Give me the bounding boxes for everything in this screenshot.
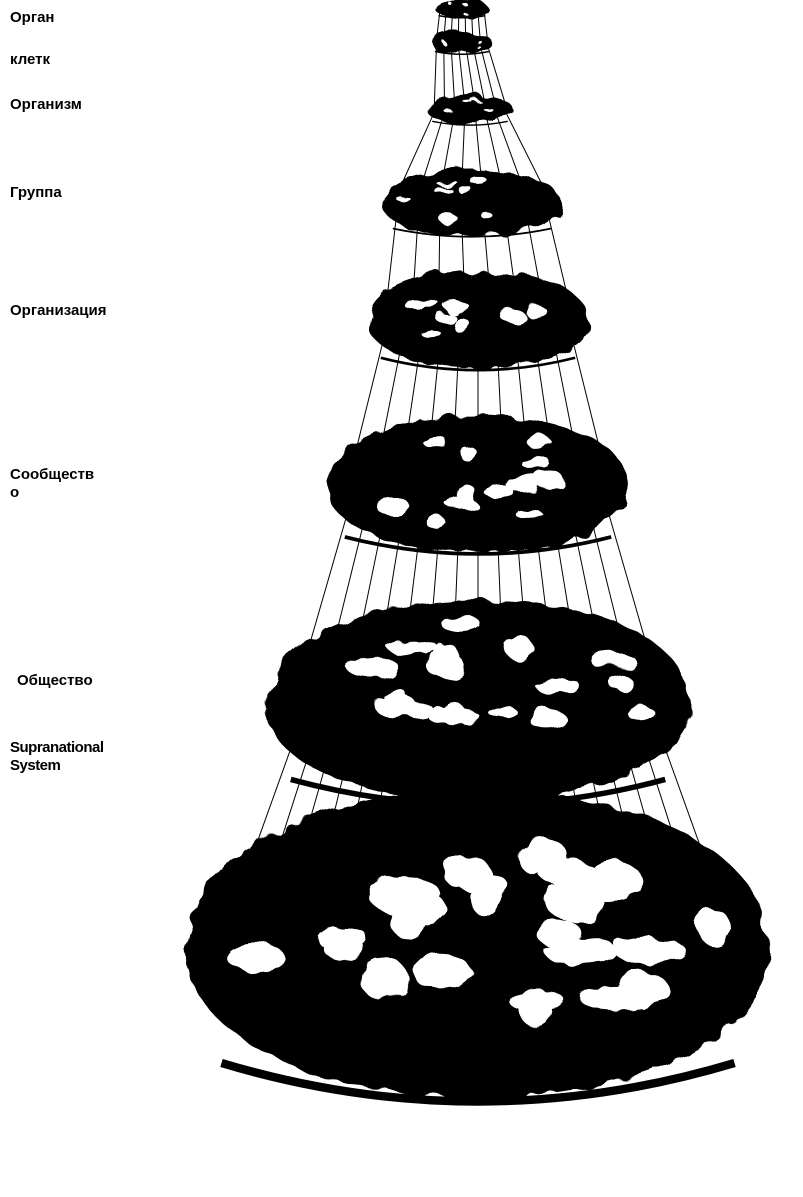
disc-blotch bbox=[436, 181, 458, 185]
label-organ: Орган bbox=[10, 9, 54, 27]
disc-blotch bbox=[524, 305, 547, 317]
disc-body bbox=[428, 94, 512, 122]
disc-blotch bbox=[489, 706, 518, 719]
disc-blotch bbox=[484, 109, 494, 112]
connecting-line bbox=[434, 45, 436, 105]
disc-body bbox=[330, 416, 626, 540]
disc-blotch bbox=[616, 971, 669, 1008]
level-disc bbox=[435, 0, 488, 18]
disc-blotch bbox=[375, 694, 417, 718]
disc-blotch bbox=[422, 330, 442, 338]
level-disc bbox=[368, 270, 588, 369]
disc-blotch bbox=[628, 706, 655, 722]
disc-blotch bbox=[377, 499, 411, 515]
label-society: Общество bbox=[17, 672, 93, 690]
disc-blotch bbox=[347, 655, 398, 679]
disc-blotch bbox=[698, 908, 729, 945]
disc-blotch bbox=[441, 616, 481, 632]
disc-blotch bbox=[448, 2, 452, 5]
disc-blotch bbox=[443, 42, 447, 45]
label-supranational-system: Supranational System bbox=[10, 739, 104, 775]
disc-blotch bbox=[589, 651, 635, 668]
label-organism: Организм bbox=[10, 96, 82, 114]
disc-blotch bbox=[535, 679, 581, 692]
disc-blotch bbox=[463, 3, 468, 6]
disc-blotch bbox=[529, 709, 566, 729]
level-disc bbox=[427, 94, 513, 125]
level-discs bbox=[187, 0, 768, 1102]
disc-blotch bbox=[360, 957, 408, 1000]
disc-blotch bbox=[480, 211, 492, 217]
label-group: Группа bbox=[10, 184, 62, 202]
disc-blotch bbox=[463, 12, 467, 15]
disc-blotch bbox=[397, 892, 447, 924]
disc-blotch bbox=[452, 318, 471, 331]
disc-blotch bbox=[459, 186, 473, 195]
disc-blotch bbox=[545, 880, 604, 921]
disc-blotch bbox=[516, 510, 543, 520]
label-community: Сообществ о bbox=[10, 466, 94, 502]
disc-blotch bbox=[534, 470, 564, 489]
disc-blotch bbox=[520, 456, 550, 468]
disc-blotch bbox=[509, 993, 566, 1010]
disc-blotch bbox=[422, 435, 446, 447]
connecting-line bbox=[444, 45, 445, 105]
disc-blotch bbox=[411, 299, 438, 305]
disc-blotch bbox=[442, 703, 466, 726]
disc-body bbox=[432, 32, 492, 52]
disc-body bbox=[436, 0, 488, 16]
disc-blotch bbox=[610, 674, 632, 692]
disc-blotch bbox=[396, 197, 411, 202]
disc-body bbox=[193, 790, 763, 1070]
disc-blotch bbox=[435, 313, 456, 323]
disc-blotch bbox=[425, 652, 463, 677]
level-disc bbox=[431, 32, 492, 54]
level-disc bbox=[327, 416, 629, 552]
disc-blotch bbox=[432, 186, 451, 191]
disc-blotch bbox=[458, 485, 476, 504]
disc-blotch bbox=[537, 920, 567, 946]
level-disc bbox=[266, 600, 690, 802]
disc-blotch bbox=[498, 308, 524, 320]
disc-blotch bbox=[505, 636, 533, 661]
level-disc bbox=[382, 170, 562, 236]
disc-blotch bbox=[443, 301, 469, 312]
disc-blotch bbox=[317, 926, 367, 951]
disc-blotch bbox=[227, 943, 285, 971]
disc-body bbox=[370, 270, 586, 360]
disc-blotch bbox=[485, 483, 514, 500]
disc-blotch bbox=[470, 177, 487, 185]
disc-blotch bbox=[471, 879, 500, 917]
label-organization: Организация bbox=[10, 302, 107, 320]
disc-blotch bbox=[388, 641, 439, 656]
label-cell: клетк bbox=[10, 51, 50, 69]
level-disc bbox=[187, 790, 768, 1098]
disc-blotch bbox=[443, 109, 451, 113]
disc-blotch bbox=[527, 437, 552, 449]
disc-blotch bbox=[614, 937, 685, 964]
disc-blotch bbox=[459, 446, 477, 460]
disc-blotch bbox=[476, 39, 480, 42]
disc-blotch bbox=[427, 514, 443, 531]
disc-blotch bbox=[412, 954, 471, 989]
disc-blotch bbox=[476, 45, 480, 48]
disc-blotch bbox=[470, 99, 480, 102]
disc-blotch bbox=[440, 216, 460, 224]
